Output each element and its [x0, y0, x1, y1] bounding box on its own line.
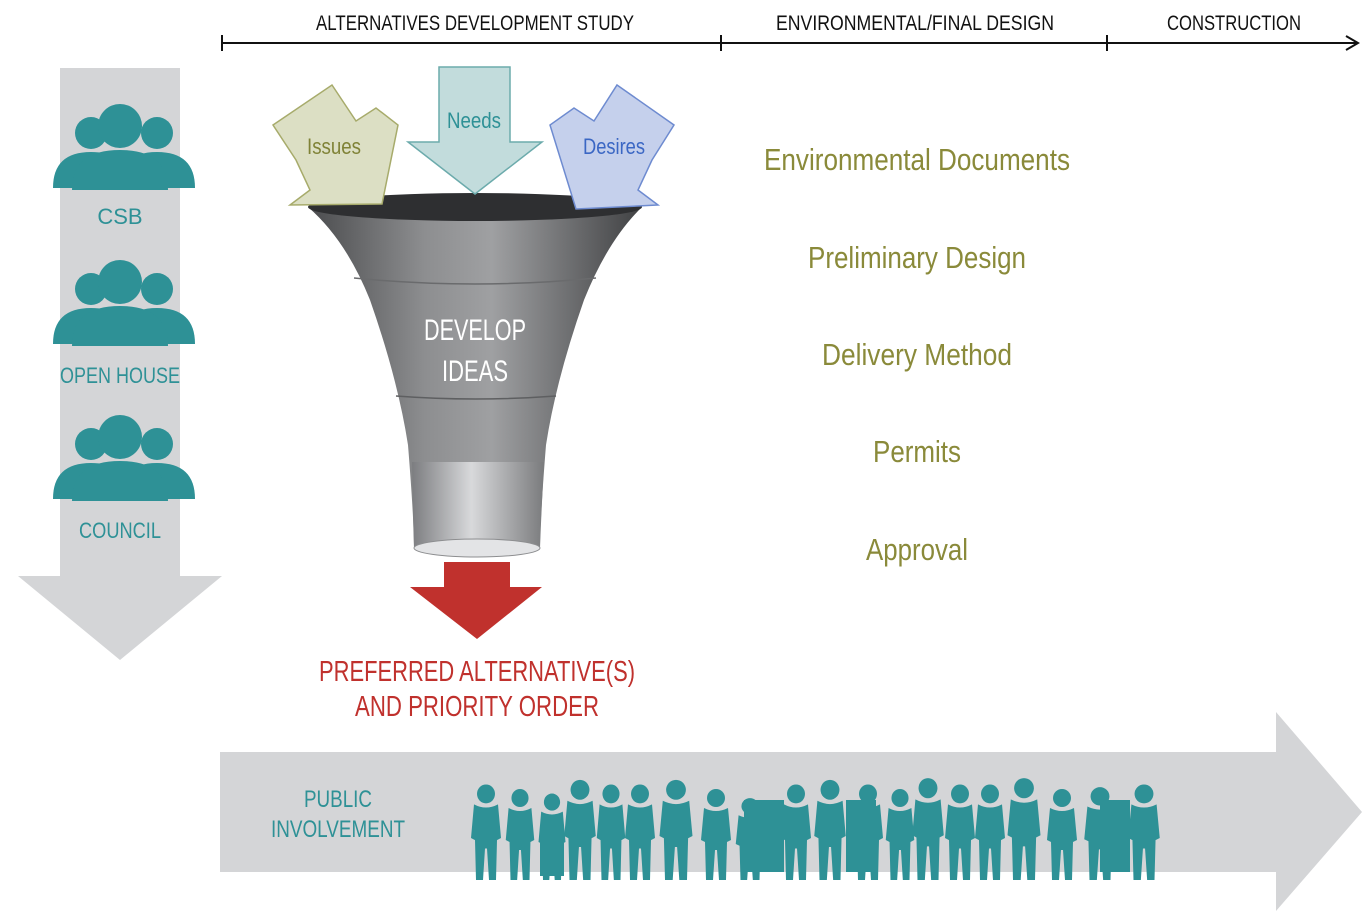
- public-label-line1: PUBLIC: [304, 786, 372, 813]
- group-open-house: OPEN HOUSE: [53, 260, 195, 388]
- issues-arrow: [271, 83, 399, 206]
- input-issues: Issues: [271, 83, 399, 206]
- funnel-rim: [308, 193, 642, 221]
- funnel: DEVELOP IDEAS: [308, 193, 642, 558]
- timeline-arrowhead-icon: [1345, 35, 1360, 51]
- funnel-label-line1: DEVELOP: [424, 314, 526, 347]
- group-label: COUNCIL: [79, 518, 161, 543]
- crowd-silhouette-icon: [471, 778, 1160, 880]
- design-steps: Environmental Documents Preliminary Desi…: [764, 142, 1070, 567]
- input-desires: Desires: [549, 83, 676, 210]
- funnel-band-line: [353, 277, 597, 285]
- output-label-line2: AND PRIORITY ORDER: [355, 691, 599, 723]
- output-label-line1: PREFERRED ALTERNATIVE(S): [319, 656, 635, 688]
- phase-label-environmental: ENVIRONMENTAL/FINAL DESIGN: [776, 12, 1054, 35]
- group-csb: CSB: [53, 104, 195, 229]
- group-label: OPEN HOUSE: [60, 363, 180, 388]
- output: PREFERRED ALTERNATIVE(S) AND PRIORITY OR…: [319, 562, 635, 723]
- down-arrow-shape: [18, 68, 222, 660]
- phase-label-alternatives: ALTERNATIVES DEVELOPMENT STUDY: [316, 12, 634, 35]
- funnel-body: [308, 207, 642, 548]
- timeline: ALTERNATIVES DEVELOPMENT STUDY ENVIRONME…: [221, 12, 1360, 51]
- output-arrow: [410, 562, 542, 639]
- funnel-outlet: [413, 538, 541, 558]
- public-label-line2: INVOLVEMENT: [271, 816, 405, 843]
- meetings-arrow: [18, 68, 222, 660]
- desires-arrow: [549, 83, 676, 210]
- design-step: Preliminary Design: [808, 240, 1026, 275]
- group-label: CSB: [97, 204, 142, 229]
- funnel-spout: [412, 462, 544, 548]
- needs-label: Needs: [447, 108, 501, 133]
- people-group-icon: [53, 260, 195, 346]
- funnel-band-line: [395, 395, 557, 400]
- group-council: COUNCIL: [53, 415, 195, 543]
- people-group-icon: [53, 415, 195, 501]
- design-step: Environmental Documents: [764, 142, 1070, 177]
- funnel-label-line2: IDEAS: [442, 355, 508, 388]
- design-step: Permits: [873, 434, 961, 469]
- needs-arrow: [405, 66, 545, 195]
- issues-label: Issues: [307, 134, 361, 159]
- design-step: Approval: [866, 532, 968, 567]
- people-group-icon: [53, 104, 195, 190]
- design-step: Delivery Method: [822, 337, 1012, 372]
- public-involvement: PUBLIC INVOLVEMENT: [220, 712, 1362, 911]
- desires-label: Desires: [583, 134, 645, 159]
- input-needs: Needs: [405, 66, 545, 195]
- phase-label-construction: CONSTRUCTION: [1167, 12, 1301, 35]
